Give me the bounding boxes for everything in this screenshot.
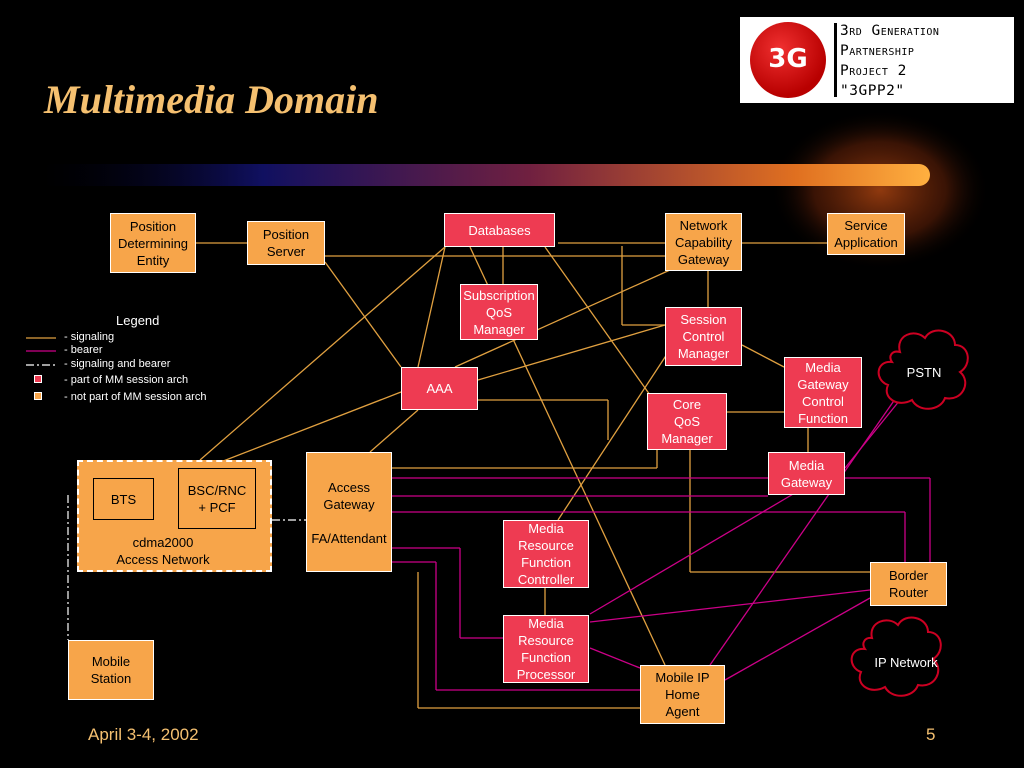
media-gateway-node[interactable]: Media Gateway [768, 452, 845, 495]
logo-text: 3rd Generation Partnership Project 2 "3G… [840, 23, 940, 99]
bts-node[interactable]: BTS [93, 478, 154, 520]
core-qos-manager-node[interactable]: Core QoS Manager [647, 393, 727, 450]
media-resource-function-processor-node[interactable]: Media Resource Function Processor [503, 615, 589, 683]
page-title: Multimedia Domain [44, 77, 379, 122]
position-determining-entity-node[interactable]: Position Determining Entity [110, 213, 196, 273]
aaa-node[interactable]: AAA [401, 367, 478, 410]
footer-date: April 3-4, 2002 [88, 725, 199, 744]
media-gateway-control-function-node[interactable]: Media Gateway Control Function [784, 357, 862, 428]
access-network-label: cdma2000 Access Network [116, 535, 210, 567]
network-capability-gateway-node[interactable]: Network Capability Gateway [665, 213, 742, 271]
media-resource-function-controller-node[interactable]: Media Resource Function Controller [503, 520, 589, 588]
legend-bearer: - bearer [64, 344, 103, 356]
databases-node[interactable]: Databases [444, 213, 555, 247]
legend-mm-part: - part of MM session arch [64, 374, 189, 386]
logo-divider [834, 23, 837, 97]
page-number: 5 [926, 725, 936, 744]
access-gateway-node[interactable]: Access Gateway FA/Attendant [306, 452, 392, 572]
bsc-rnc-pcf-node[interactable]: BSC/RNC + PCF [178, 468, 256, 529]
legend-signaling: - signaling [64, 331, 115, 343]
pstn-cloud [877, 329, 969, 410]
session-control-manager-node[interactable]: Session Control Manager [665, 307, 742, 366]
ip-network-cloud [850, 616, 942, 697]
mobile-ip-home-agent-node[interactable]: Mobile IP Home Agent [640, 665, 725, 724]
ip-network-label: IP Network [874, 655, 938, 670]
legend-not-mm-part-swatch [34, 392, 42, 400]
legend-title: Legend [116, 313, 160, 328]
position-server-node[interactable]: Position Server [247, 221, 325, 265]
service-application-node[interactable]: Service Application [827, 213, 905, 255]
legend-signaling-and-bearer: - signaling and bearer [64, 358, 171, 370]
pstn-label: PSTN [906, 365, 942, 380]
legend-not-mm-part: - not part of MM session arch [64, 391, 207, 403]
border-router-node[interactable]: Border Router [870, 562, 947, 606]
3g-badge: 3G [750, 22, 826, 98]
mobile-station-node[interactable]: Mobile Station [68, 640, 154, 700]
legend-mm-part-swatch [34, 375, 42, 383]
subscription-qos-manager-node[interactable]: Subscription QoS Manager [460, 284, 538, 340]
3gpp2-logo: 3G 3rd Generation Partnership Project 2 … [740, 17, 1014, 103]
